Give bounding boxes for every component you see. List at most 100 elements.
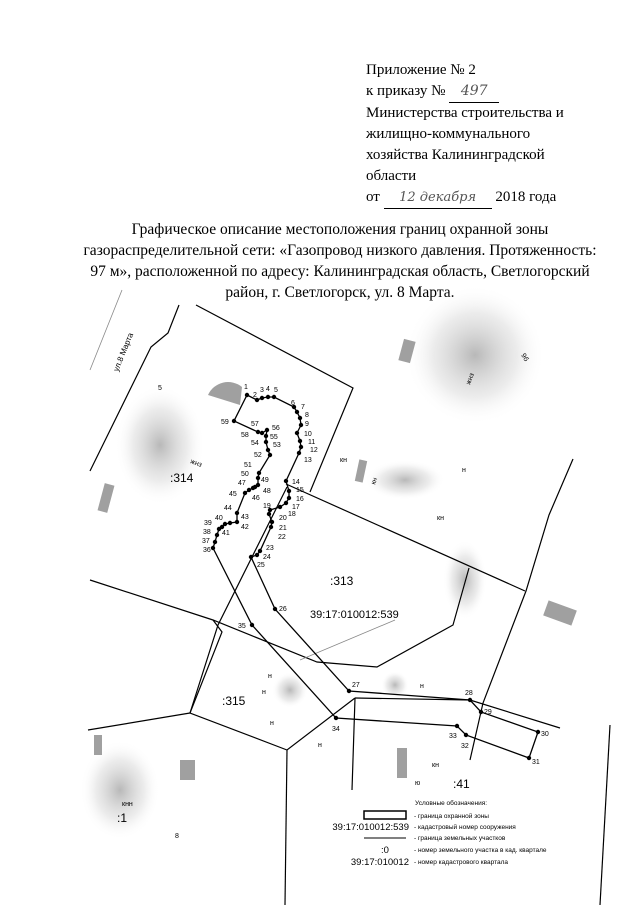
boundary-point-label: 55 [270,434,278,441]
boundary-point-label: 56 [272,425,280,432]
boundary-point-label: 35 [238,623,246,630]
boundary-point-label: 5 [274,387,278,394]
structure-cadastral-number: 39:17:010012:539 [310,609,399,621]
boundary-point-label: 25 [257,562,265,569]
parcel-boundary [599,724,611,905]
boundary-point [478,709,484,715]
boundary-point-label: 13 [304,457,312,464]
boundary-point-label: 33 [449,733,457,740]
boundary-point [333,715,339,721]
legend-text: - граница охранной зоны [414,812,489,820]
boundary-point [212,539,218,545]
map-small-label: жнз [465,372,476,385]
boundary-point [269,519,275,525]
parcel-boundary [189,486,288,714]
boundary-point [265,394,271,400]
map-small-label: н [318,742,322,749]
map-small-label: н [462,467,466,474]
boundary-point-label: 29 [484,709,492,716]
boundary-point-label: 30 [541,731,549,738]
boundary-point-label: 7 [301,404,305,411]
legend-text: - номер кадастрового квартала [414,859,508,866]
boundary-point [454,723,460,729]
boundary-point [234,510,240,516]
boundary-point-label: 17 [292,504,300,511]
boundary-point [246,487,252,493]
boundary-point [263,439,269,445]
boundary-point [346,688,352,694]
order-number-handwritten: 497 [449,81,500,103]
boundary-point [255,429,261,435]
leader-line [299,619,396,661]
ministry-line-3: хозяйства Калининградской [366,147,545,163]
boundary-point [259,430,265,436]
building [543,600,577,626]
boundary-point-label: 22 [278,534,286,541]
ministry-line-1: Министерства строительства и [366,105,564,121]
map-small-label: н [268,673,272,680]
boundary-point-label: 27 [352,682,360,689]
boundary-point-label: 48 [263,488,271,495]
date-prefix: от [366,189,380,205]
boundary-point [234,519,240,525]
boundary-point-label: 42 [241,524,249,531]
boundary-point-label: 39 [204,520,212,527]
boundary-point-label: 58 [241,432,249,439]
date-handwritten: 12 декабря [383,187,492,209]
boundary-point [271,394,277,400]
building [180,760,195,780]
boundary-point [259,395,265,401]
parcel-boundary [89,304,180,472]
map-small-label: н [262,689,266,696]
legend-symbol: 39:17:010012:539 [332,822,409,833]
legend: Условные обозначения: - граница охранной… [332,799,546,868]
map-small-label: н [420,683,424,690]
title-line: 97 м», расположенной по адресу: Калининг… [90,263,590,280]
boundary-point-label: 54 [251,440,259,447]
boundary-point [298,444,304,450]
boundary-point-label: 40 [215,515,223,522]
boundary-point [297,438,303,444]
parcel-label: :1 [117,811,127,825]
boundary-point-label: 45 [229,491,237,498]
boundary-point-label: 3 [260,387,264,394]
boundary-point [265,447,271,453]
boundary-point-label: 6 [291,400,295,407]
boundary-point [297,415,303,421]
parcel-boundary [354,697,561,729]
boundary-point-label: 52 [254,452,262,459]
boundary-point [277,504,283,510]
legend-text: - номер земельного участка в кад. кварта… [414,847,547,854]
boundary-point [248,554,254,560]
legend-symbol: 39:17:010012 [351,857,409,868]
date-line: от 12 декабря 2018 года [366,187,564,209]
approval-header: Приложение № 2 к приказу № 497 Министерс… [366,60,564,209]
boundary-point [222,521,228,527]
boundary-point-label: 34 [332,726,340,733]
map-small-label: кн [432,762,439,769]
boundary-point-label: 36 [203,547,211,554]
parcel-boundary [195,304,354,493]
boundary-point-label: 51 [244,462,252,469]
boundary-point [257,548,263,554]
boundary-point-label: 4 [266,386,270,393]
parcel-boundary [189,619,356,751]
parcel-boundary [285,483,526,592]
boundary-point [210,545,216,551]
parcel-label: :314 [170,471,194,485]
boundary-point-label: 11 [308,439,315,446]
boundary-point-label: 59 [221,419,229,426]
appendix-label: Приложение № 2 [366,62,476,78]
boundary-point [242,490,248,496]
boundary-point-label: 16 [296,496,304,503]
map-small-label: 5 [158,385,162,392]
parcel-label: :315 [222,694,246,708]
boundary-point-label: 12 [310,447,318,454]
title-line: район, г. Светлогорск, ул. 8 Марта. [225,284,455,301]
order-line: к приказу № 497 [366,81,564,103]
boundary-point [526,755,532,761]
terrain-stipple [80,285,545,840]
boundary-point [263,433,269,439]
legend-zone-symbol [363,810,407,820]
